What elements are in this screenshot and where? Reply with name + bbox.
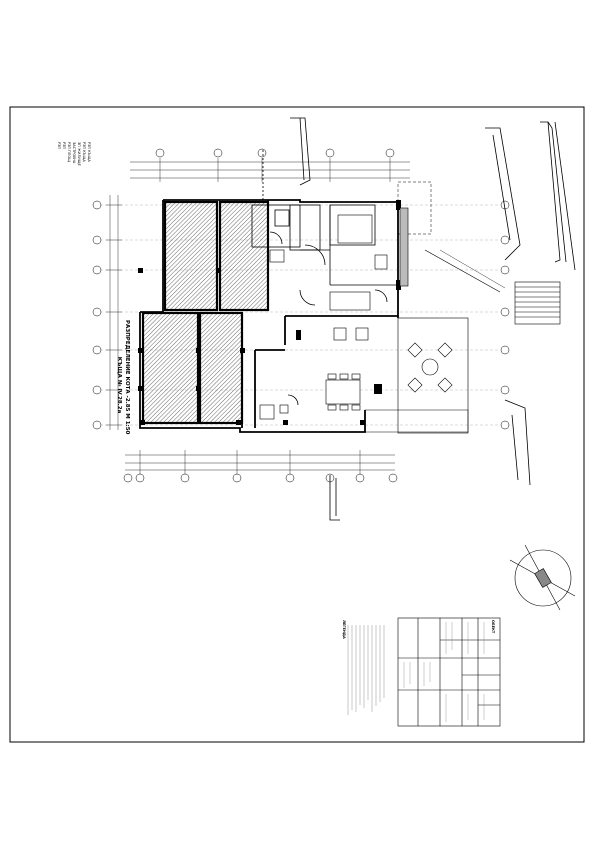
room-hatched-1 — [163, 200, 219, 312]
dining-table — [325, 379, 361, 405]
grid-bubbles-bottom — [123, 473, 398, 483]
drawing-title-group: КЪЩА № IV.28.2а — [116, 357, 123, 414]
title-block-fill — [403, 622, 485, 722]
drawing-title: КЪЩА № IV.28.2а — [116, 357, 123, 414]
area-note: РЗП — [57, 142, 61, 149]
bed — [337, 214, 373, 244]
sheet-border — [9, 106, 585, 743]
site-terrain — [262, 117, 576, 521]
grid-bubbles-left — [92, 200, 102, 430]
columns — [138, 200, 401, 425]
title-block-heading: ОБЕКТ — [491, 620, 495, 634]
drawing-subtitle: РАЗПРЕДЕЛЕНИЕ КОТА -2.85 М 1:50 — [124, 320, 130, 435]
area-note: ЗАСТРОЕНА — [72, 142, 76, 164]
north-arrow — [509, 544, 576, 611]
area-notes: РЗП РЗП РЗП ПЛОЩ ЗАСТРОЕНА ЗП ЖИЛИЩЕ РЗП… — [57, 142, 91, 166]
stairs — [514, 281, 561, 325]
room-hatched-3 — [141, 311, 200, 425]
legend: ЛЕГЕНДА — [342, 620, 385, 715]
partitions — [251, 204, 398, 406]
terrace — [364, 181, 506, 434]
grid-bubbles-top — [155, 148, 395, 158]
dimension-lines-bottom — [125, 450, 395, 475]
legend-heading: ЛЕГЕНДА — [342, 620, 346, 639]
area-note: ЗП ЖИЛИЩЕ — [77, 142, 81, 166]
grid-bubbles-right — [500, 200, 510, 430]
terrace-chairs — [407, 342, 453, 393]
furniture — [259, 214, 388, 420]
area-note: РЗП КЪЩА — [82, 142, 86, 162]
dimension-lines-left — [106, 195, 122, 430]
room-hatched-4 — [198, 311, 244, 425]
area-note: РЗП — [62, 142, 66, 149]
title-block — [397, 617, 501, 727]
dimension-lines-top — [130, 158, 410, 182]
sofa — [329, 291, 371, 311]
room-hatched-2 — [218, 200, 270, 312]
drawing-subtitle-group: РАЗПРЕДЕЛЕНИЕ КОТА -2.85 М 1:50 — [124, 320, 130, 435]
area-note: РЗП ПЛОЩ — [67, 142, 71, 162]
armchair — [355, 327, 369, 341]
armchair — [333, 327, 347, 341]
area-note: РЗП КЪЩА — [87, 142, 91, 162]
